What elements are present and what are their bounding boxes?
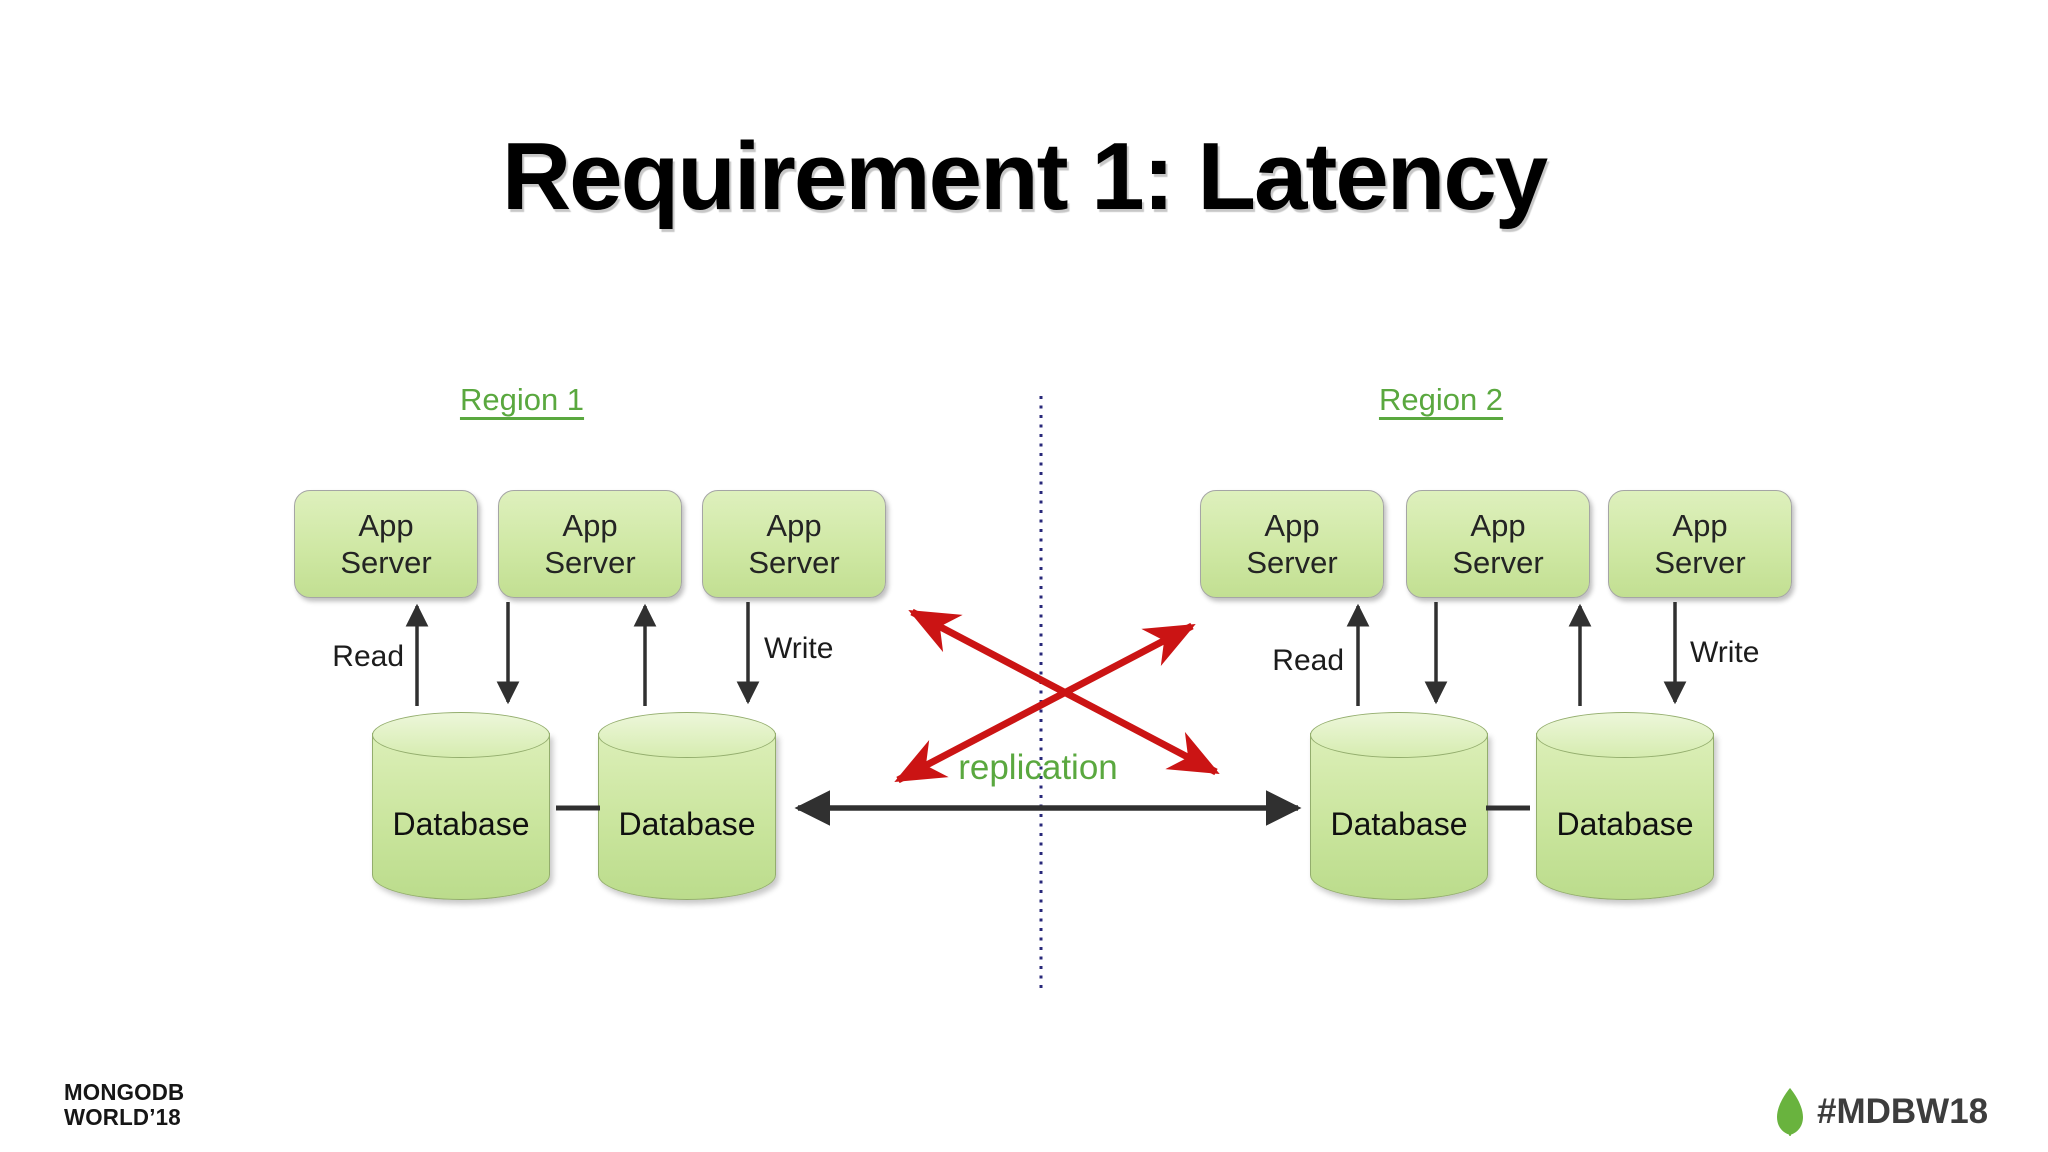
app-server-box-r1-2: App Server xyxy=(498,490,682,598)
app-server-box-r2-1: App Server xyxy=(1200,490,1384,598)
region-2-label: Region 2 xyxy=(1378,382,1504,417)
mongodb-leaf-icon xyxy=(1777,1088,1803,1136)
database-cylinder-body xyxy=(372,733,550,900)
database-label: Database xyxy=(392,806,530,842)
read-label-r2: Read xyxy=(1272,644,1344,677)
database-label: Database xyxy=(618,806,756,842)
app-server-box-r1-1: App Server xyxy=(294,490,478,598)
database-cylinder-top-ellipse xyxy=(1536,712,1714,758)
app-server-label: App Server xyxy=(544,507,636,580)
hashtag-text: #MDBW18 xyxy=(1817,1092,1989,1131)
logo-line-1: MONGODB xyxy=(64,1079,185,1105)
app-server-label: App Server xyxy=(748,507,840,580)
app-server-label: App Server xyxy=(1246,507,1338,580)
database-cylinder-top-ellipse xyxy=(1310,712,1488,758)
app-server-label: App Server xyxy=(340,507,432,580)
database-label: Database xyxy=(1330,806,1468,842)
database-label: Database xyxy=(1556,806,1694,842)
database-cylinder-body xyxy=(1310,733,1488,900)
app-server-box-r2-3: App Server xyxy=(1608,490,1792,598)
database-cylinder-r1-1: Database xyxy=(372,712,550,900)
slide-title: Requirement 1: Latency xyxy=(501,123,1548,230)
app-server-box-r2-2: App Server xyxy=(1406,490,1590,598)
database-cylinder-r2-1: Database xyxy=(1310,712,1488,900)
mongodb-world-logo: MONGODB WORLD’18 xyxy=(64,1079,185,1131)
database-cylinder-top-ellipse xyxy=(598,712,776,758)
database-cylinder-body xyxy=(1536,733,1714,900)
app-server-label: App Server xyxy=(1654,507,1746,580)
app-server-box-r1-3: App Server xyxy=(702,490,886,598)
logo-line-2: WORLD’18 xyxy=(64,1104,181,1131)
database-cylinder-body xyxy=(598,733,776,900)
read-label-r1: Read xyxy=(332,640,404,673)
database-cylinder-top-ellipse xyxy=(372,712,550,758)
replication-label: replication xyxy=(958,748,1118,787)
database-cylinder-r2-2: Database xyxy=(1536,712,1714,900)
region-1-label: Region 1 xyxy=(459,382,585,417)
write-label-r1: Write xyxy=(764,632,834,665)
app-server-label: App Server xyxy=(1452,507,1544,580)
footer-hashtag: #MDBW18 xyxy=(1776,1088,1988,1136)
write-label-r2: Write xyxy=(1690,636,1760,669)
database-cylinder-r1-2: Database xyxy=(598,712,776,900)
